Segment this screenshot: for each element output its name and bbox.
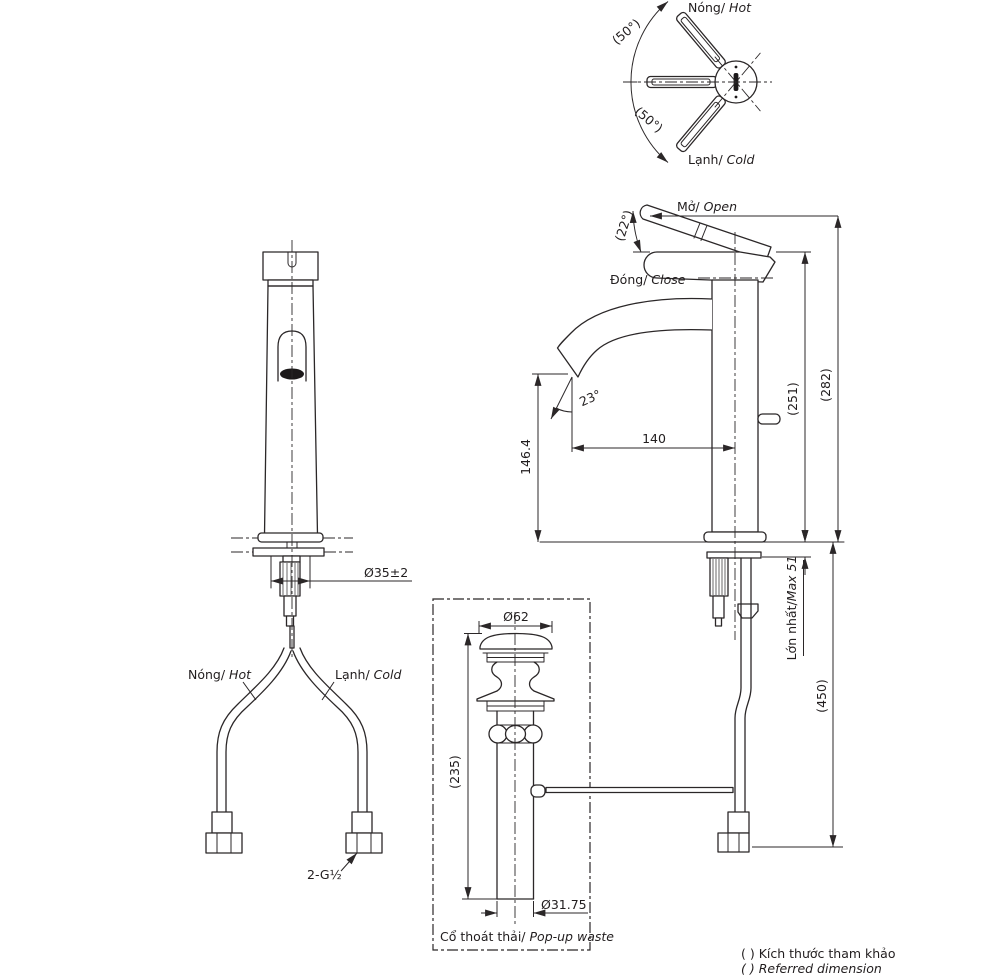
label-cold-top: Lạnh/ Cold	[688, 152, 755, 167]
handle-lever-down	[676, 95, 726, 153]
mounting-plate-front	[252, 547, 325, 557]
label-22deg: (22°)	[612, 208, 636, 243]
dim-140: 140	[642, 431, 666, 446]
popup-cap	[479, 632, 553, 650]
dimensions	[242, 1, 843, 917]
handle-cap-front	[262, 251, 319, 281]
legend-line-vi: ( ) Kích thước tham khảo	[741, 946, 895, 961]
spout	[556, 297, 713, 378]
swing-arc	[630, 1, 669, 163]
threaded-shank-front	[279, 561, 301, 597]
dim-450: (450)	[814, 679, 829, 713]
handle-closed-position	[643, 251, 776, 283]
popup-pivot-nut	[488, 724, 543, 744]
dim-251: (251)	[785, 382, 800, 416]
popup-waste-box	[432, 598, 591, 951]
popup-cone	[476, 690, 555, 702]
hose-nut-side	[717, 832, 750, 853]
labels: Nóng/ Hot Lạnh/ Cold (50°) (50°) Mở/ Ope…	[188, 0, 895, 976]
mounting-plate-side	[706, 551, 762, 559]
handle-lever-up	[676, 11, 726, 69]
g12-leader	[340, 852, 358, 872]
base-flange-front	[257, 532, 324, 543]
legend-line-en: ( ) Referred dimension	[741, 961, 882, 976]
lift-rod-knob	[757, 413, 781, 425]
rod-joint-knob	[530, 784, 546, 798]
label-hot-front: Nóng/ Hot	[188, 667, 252, 682]
hose-clip	[737, 603, 759, 619]
dim-235: (235)	[447, 755, 462, 789]
dim-o3175: Ø31.75	[541, 897, 587, 912]
dim-o35: Ø35±2	[364, 565, 408, 580]
popup-body-left	[491, 661, 503, 692]
open-angle-arc	[629, 210, 642, 253]
centerlines	[291, 52, 775, 925]
label-close: Đóng/ Close	[610, 272, 686, 287]
side-view-parts	[539, 204, 845, 853]
label-swing-lower: (50°)	[632, 104, 666, 136]
label-open: Mở/ Open	[677, 199, 737, 214]
label-popup-caption: Cổ thoát thải/ Pop-up waste	[440, 929, 614, 944]
threaded-shank-side	[709, 557, 729, 597]
dim-23deg: 23°	[577, 387, 603, 410]
popup-pull-rod	[545, 786, 734, 794]
faucet-body-front	[263, 285, 319, 536]
label-cold-front: Lạnh/ Cold	[335, 667, 402, 682]
front-view-parts	[205, 251, 383, 854]
cold-hose-nut	[345, 832, 383, 854]
hot-hose	[205, 647, 292, 854]
dim-o62: Ø62	[503, 609, 529, 624]
label-hot-top: Nóng/ Hot	[688, 0, 752, 15]
spout-angle-leg	[550, 376, 573, 420]
cold-hose	[292, 647, 383, 854]
label-2g12: 2-G½	[307, 867, 342, 882]
cold-leader	[321, 681, 335, 701]
dim-max51: Lớn nhất/Max 51	[784, 556, 799, 661]
hot-hose-nut	[205, 832, 243, 854]
supply-hose-side	[717, 557, 752, 853]
dim-1464: 146.4	[518, 439, 533, 475]
popup-body-right	[528, 661, 540, 692]
hot-leader	[242, 681, 257, 701]
dim-282: (282)	[818, 368, 833, 402]
popup-waste-parts	[476, 632, 555, 900]
